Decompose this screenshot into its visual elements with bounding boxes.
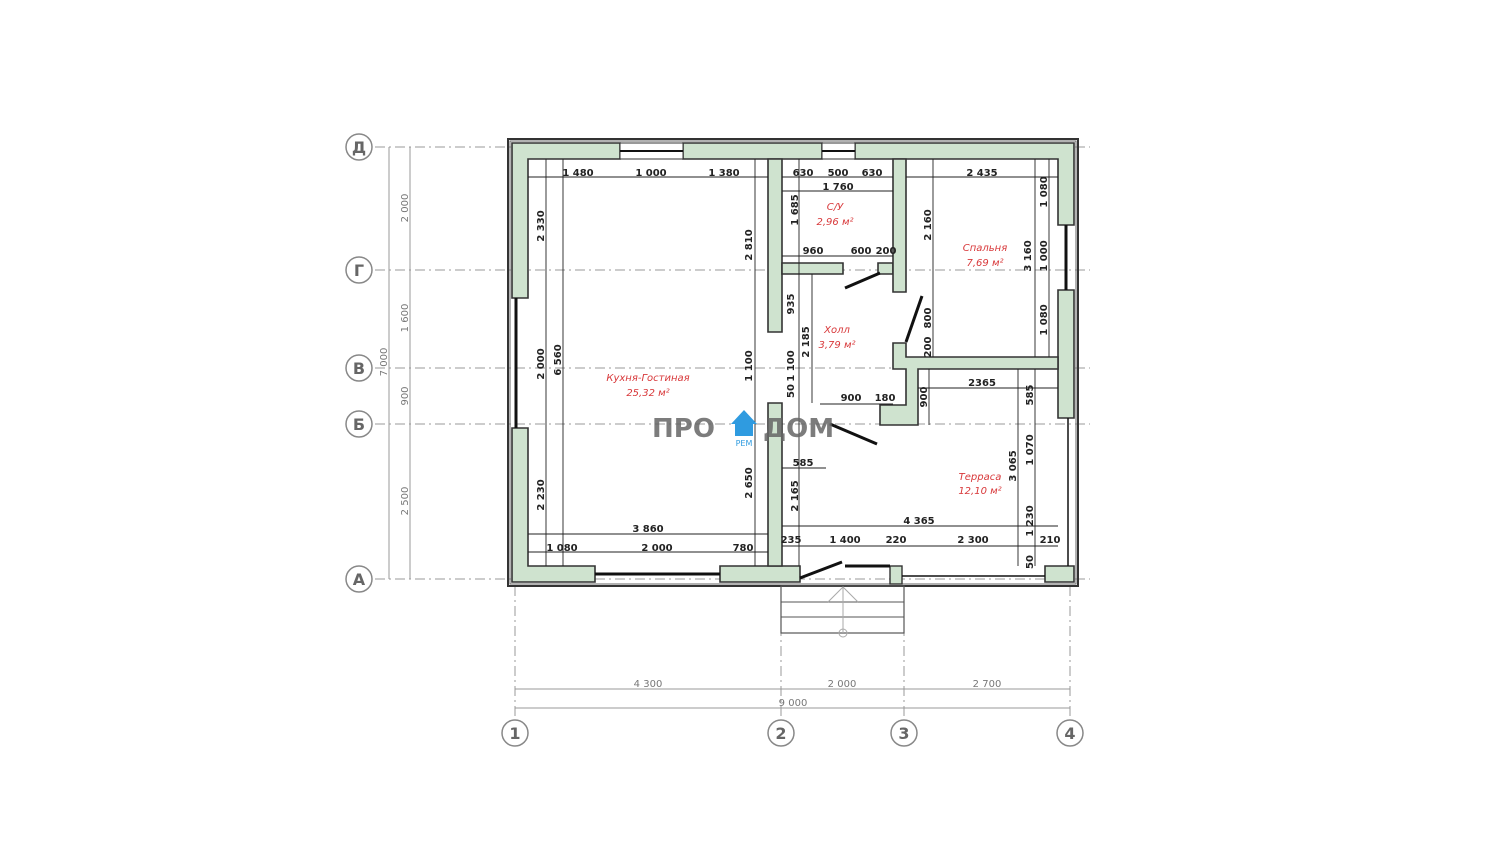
dimension-label: 180 bbox=[875, 393, 896, 404]
dimension-label: 200 bbox=[923, 337, 934, 358]
dimension-label: 235 bbox=[781, 535, 802, 546]
row-dimension: 1 600 bbox=[400, 304, 411, 333]
axis-dimension-lines bbox=[388, 147, 1070, 709]
axis-label-row: А bbox=[353, 570, 366, 589]
grid-lines bbox=[375, 146, 1090, 718]
dimension-label: 2365 bbox=[968, 378, 996, 389]
dimension-label: 935 bbox=[786, 294, 797, 315]
dimension-label: 1 760 bbox=[822, 182, 853, 193]
dimension-label: 3 860 bbox=[632, 524, 663, 535]
room-area-hall: 3,79 м² bbox=[819, 340, 856, 351]
outer-walls bbox=[507, 138, 1079, 587]
house-icon bbox=[731, 410, 757, 436]
axis-label-row: В bbox=[353, 359, 365, 378]
dimension-label: 900 bbox=[841, 393, 862, 404]
dimension-label: 900 bbox=[919, 387, 930, 408]
room-name-bedroom: Спальня bbox=[963, 243, 1008, 254]
dimension-label: 500 bbox=[828, 168, 849, 179]
dimension-label: 2 000 bbox=[536, 348, 547, 379]
column-dimension: 2 700 bbox=[973, 679, 1002, 690]
dimension-label: 1 230 bbox=[1025, 505, 1036, 536]
dimension-label: 1 400 bbox=[829, 535, 860, 546]
row-axis-markers: Д Г В Б А bbox=[345, 133, 373, 593]
interior-walls bbox=[767, 158, 1059, 567]
column-dimension-total: 9 000 bbox=[779, 698, 808, 709]
axis-label-column: 4 bbox=[1064, 724, 1075, 743]
dimension-label: 1 380 bbox=[708, 168, 739, 179]
dimension-label: 220 bbox=[886, 535, 907, 546]
dimension-label: 1 000 bbox=[635, 168, 666, 179]
dimension-label: 1 685 bbox=[790, 194, 801, 225]
dimension-label: 2 230 bbox=[536, 479, 547, 510]
column-dimension: 2 000 bbox=[828, 679, 857, 690]
dimension-label: 780 bbox=[733, 543, 754, 554]
axis-label-column: 3 bbox=[898, 724, 909, 743]
room-area-terrace: 12,10 м² bbox=[958, 486, 1001, 497]
dimension-label: 2 000 bbox=[641, 543, 672, 554]
dimension-label: 2 165 bbox=[790, 480, 801, 511]
axis-dimensions: 2 000 1 600 900 2 500 7 000 4 300 2 000 … bbox=[379, 194, 1001, 709]
dimension-label: 1 080 bbox=[1039, 176, 1050, 207]
dimension-label: 200 bbox=[876, 246, 897, 257]
axis-label-row: Б bbox=[353, 415, 365, 434]
axis-label-row: Д bbox=[352, 138, 366, 157]
dimension-label: 210 bbox=[1040, 535, 1061, 546]
watermark-text-right: ДОМ bbox=[763, 414, 834, 444]
row-dimension: 900 bbox=[400, 386, 411, 405]
room-labels: Кухня-Гостиная 25,32 м² С/У 2,96 м² Спал… bbox=[606, 202, 1007, 497]
dimension-label: 585 bbox=[793, 458, 814, 469]
dimension-label: 50 bbox=[1025, 555, 1036, 569]
dimension-label: 4 365 bbox=[903, 516, 934, 527]
dimension-label: 1 080 bbox=[546, 543, 577, 554]
row-dimension: 2 500 bbox=[400, 487, 411, 516]
row-dimension: 2 000 bbox=[400, 194, 411, 223]
dimension-label: 585 bbox=[1025, 385, 1036, 406]
dimension-label: 50 bbox=[786, 384, 797, 398]
dimension-label: 960 bbox=[803, 246, 824, 257]
interior-dimensions: 1 480 1 000 1 380 630 500 630 2 435 1 760 2 330 2… bbox=[536, 168, 1060, 569]
dimension-label: 800 bbox=[923, 308, 934, 329]
dimension-label: 2 330 bbox=[536, 210, 547, 241]
dimension-label: 630 bbox=[793, 168, 814, 179]
dimension-label: 6 560 bbox=[553, 344, 564, 375]
dimension-label: 3 065 bbox=[1008, 450, 1019, 481]
dimension-label: 3 160 bbox=[1023, 240, 1034, 271]
dimension-label: 1 070 bbox=[1025, 434, 1036, 465]
column-dimension: 4 300 bbox=[634, 679, 663, 690]
room-name-hall: Холл bbox=[823, 325, 850, 336]
watermark-text-left: ПРО bbox=[652, 414, 715, 444]
room-area-bedroom: 7,69 м² bbox=[967, 258, 1004, 269]
watermark-text-sub: РЕМ bbox=[736, 439, 753, 448]
room-name-bathroom: С/У bbox=[827, 202, 844, 213]
dimension-label: 2 160 bbox=[923, 209, 934, 240]
room-area-kitchen-living: 25,32 м² bbox=[626, 388, 669, 399]
dimension-label: 2 650 bbox=[744, 467, 755, 498]
door-swings bbox=[799, 271, 924, 580]
axis-label-column: 1 bbox=[509, 724, 520, 743]
dimension-label: 2 435 bbox=[966, 168, 997, 179]
room-area-bathroom: 2,96 м² bbox=[817, 217, 854, 228]
axis-label-row: Г bbox=[354, 261, 364, 280]
dimension-label: 1 080 bbox=[1039, 304, 1050, 335]
dimension-lines bbox=[528, 159, 1058, 566]
watermark-logo: ПРО РЕМ ДОМ bbox=[652, 410, 834, 448]
axis-label-column: 2 bbox=[775, 724, 786, 743]
dimension-label: 1 000 bbox=[1039, 240, 1050, 271]
dimension-label: 630 bbox=[862, 168, 883, 179]
dimension-label: 1 100 bbox=[786, 350, 797, 381]
dimension-label: 2 300 bbox=[957, 535, 988, 546]
dimension-label: 1 480 bbox=[562, 168, 593, 179]
entrance-steps bbox=[780, 585, 905, 638]
dimension-label: 2 810 bbox=[744, 229, 755, 260]
room-name-terrace: Терраса bbox=[959, 472, 1002, 483]
column-axis-markers: 1 2 3 4 bbox=[501, 719, 1084, 747]
dimension-label: 1 100 bbox=[744, 350, 755, 381]
dimension-label: 600 bbox=[851, 246, 872, 257]
dimension-label: 2 185 bbox=[801, 326, 812, 357]
row-dimension-total: 7 000 bbox=[379, 348, 390, 377]
room-name-kitchen-living: Кухня-Гостиная bbox=[606, 373, 689, 384]
